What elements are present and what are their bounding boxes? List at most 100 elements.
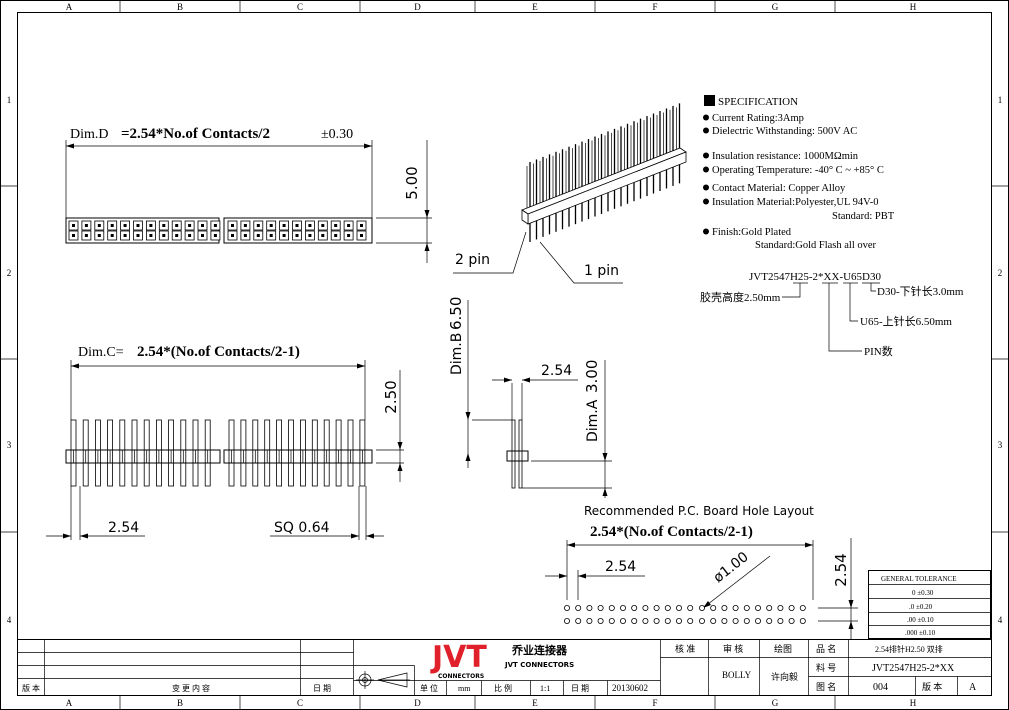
- zone-col-label-top: C: [297, 2, 303, 12]
- pcb-hole: [732, 618, 739, 625]
- scale-value: 1:1: [540, 684, 550, 693]
- top-pin-dot: [282, 224, 286, 227]
- pcb-hole: [631, 618, 638, 625]
- top-pin-dot: [231, 234, 234, 237]
- spec-bullet: [703, 198, 709, 205]
- zone-col-label-top: H: [910, 2, 917, 12]
- top-view-housing-right: [223, 217, 373, 244]
- pcb-hole: [620, 605, 627, 612]
- approve-label: 核 准: [675, 643, 695, 654]
- top-pin-dot: [347, 234, 351, 237]
- top-pin-dot: [84, 234, 88, 237]
- pcb-hole-layout: Recommended P.C. Board Hole Layout 2.54*…: [545, 504, 858, 640]
- pcb-hole: [564, 605, 571, 612]
- top-pin-dot: [360, 224, 363, 227]
- pcb-hole: [597, 618, 604, 625]
- date-label: 日 期: [571, 684, 589, 693]
- product-label: 品 名: [816, 643, 836, 654]
- zone-col-label-bottom: D: [414, 698, 421, 708]
- spec-bullet: [703, 184, 709, 191]
- top-pin-dot: [213, 234, 217, 237]
- pcb-hole: [653, 605, 660, 612]
- dim-d-prefix: Dim.D: [70, 127, 109, 142]
- spec-bullet: [703, 114, 709, 121]
- jvt-logo: JVT: [430, 640, 487, 675]
- pcb-hole: [597, 605, 604, 612]
- top-pin-dot: [84, 224, 88, 227]
- zone-row-label-right: 2: [998, 268, 1003, 278]
- zone-col-label-bottom: A: [66, 698, 73, 708]
- top-pin-dot: [175, 224, 179, 227]
- front-view-housing-left: [65, 449, 221, 464]
- iso-pin1-leader: [539, 241, 623, 284]
- projection-symbol: [356, 671, 410, 689]
- zone-row-label-left: 2: [7, 268, 12, 278]
- top-pin-dot: [97, 234, 101, 237]
- dim-d-formula: =2.54*No.of Contacts/2: [121, 126, 270, 142]
- pcb-hole-dim: ø1.00: [711, 549, 752, 586]
- pcb-hole: [699, 605, 706, 612]
- scale-label: 比 例: [494, 683, 512, 693]
- pcb-hole: [653, 618, 660, 625]
- zone-col-label-top: E: [532, 2, 538, 12]
- company-name-cn: 乔业连接器: [511, 643, 568, 657]
- zone-col-label-top: D: [414, 2, 421, 12]
- zone-col-label-top: B: [177, 2, 183, 12]
- zone-col-label-bottom: H: [910, 698, 917, 708]
- pcb-hole: [586, 605, 593, 612]
- reviewer-name: BOLLY: [722, 670, 752, 680]
- pcb-hole: [743, 605, 750, 612]
- top-view-pin-grid: [68, 220, 367, 241]
- top-pin-dot: [162, 224, 166, 227]
- zone-col-label-top: A: [66, 2, 73, 12]
- unit-label: 单 位: [420, 683, 438, 693]
- version-value: A: [969, 682, 977, 693]
- pcb-hole: [676, 618, 683, 625]
- top-pin-dot: [136, 224, 140, 227]
- zone-col-label-bottom: G: [772, 698, 779, 708]
- company-name-en: JVT CONNECTORS: [504, 661, 574, 669]
- top-pin-dot: [72, 224, 75, 227]
- top-pin-dot: [243, 234, 247, 237]
- side-housing: [506, 450, 529, 462]
- pcb-hole: [788, 618, 795, 625]
- pcb-hole: [664, 605, 671, 612]
- partno-label: 料 号: [816, 662, 836, 673]
- dim-a-label: Dim.A: [585, 399, 601, 442]
- pcb-hole: [755, 605, 762, 612]
- title-block: 版 本 变 更 内 容 日 期 JVT 乔业连接器 JVT CONNECTORS…: [17, 639, 992, 696]
- top-pin-dot: [334, 224, 338, 227]
- top-pin-dot: [149, 224, 153, 227]
- spec-bullet: [703, 228, 709, 235]
- top-pin-dot: [269, 224, 273, 227]
- pcb-hole: [721, 618, 728, 625]
- spec-line: Insulation Material:Polyester,UL 94V-0: [712, 197, 878, 208]
- zone-row-label-right: 3: [998, 440, 1003, 450]
- spec-line: Standard:Gold Flash all over: [755, 240, 877, 251]
- pcb-hole: [710, 605, 717, 612]
- front-view: Dim.C= 2.54*(No.of Contacts/2-1) 2.50 2.…: [46, 344, 404, 540]
- tolerance-row-3: .000 ±0.10: [905, 629, 936, 637]
- pcb-hole: [710, 618, 717, 625]
- top-pin-dot: [308, 234, 312, 237]
- zone-col-label-bottom: F: [652, 698, 657, 708]
- iso-pin1-label: 1 pin: [584, 263, 619, 279]
- top-pin-dot: [110, 234, 114, 237]
- pcb-hole: [788, 605, 795, 612]
- top-pin-dot: [347, 224, 351, 227]
- part-no: JVT2547H25-2*XX: [872, 663, 955, 674]
- pcb-hole-grid: [564, 605, 806, 625]
- pcb-hole: [732, 605, 739, 612]
- zone-col-label-bottom: C: [297, 698, 303, 708]
- side-view: Dim.B 6.50 2.54 Dim.A 3.00: [447, 297, 612, 498]
- top-pin-dot: [256, 234, 260, 237]
- pcb-hole: [743, 618, 750, 625]
- tolerance-table: GENERAL TOLERANCE 0 ±0.30 .0 ±0.20 .00 ±…: [868, 570, 991, 639]
- pcb-hole: [721, 605, 728, 612]
- isometric-view: 2 pin 1 pin: [453, 103, 687, 284]
- top-pin-dot: [201, 234, 204, 237]
- top-pin-dot: [123, 234, 127, 237]
- part-code-breakdown: JVT2547H25-2*XX-U65D30 胶壳高度2.50mm D30-下针…: [700, 271, 964, 358]
